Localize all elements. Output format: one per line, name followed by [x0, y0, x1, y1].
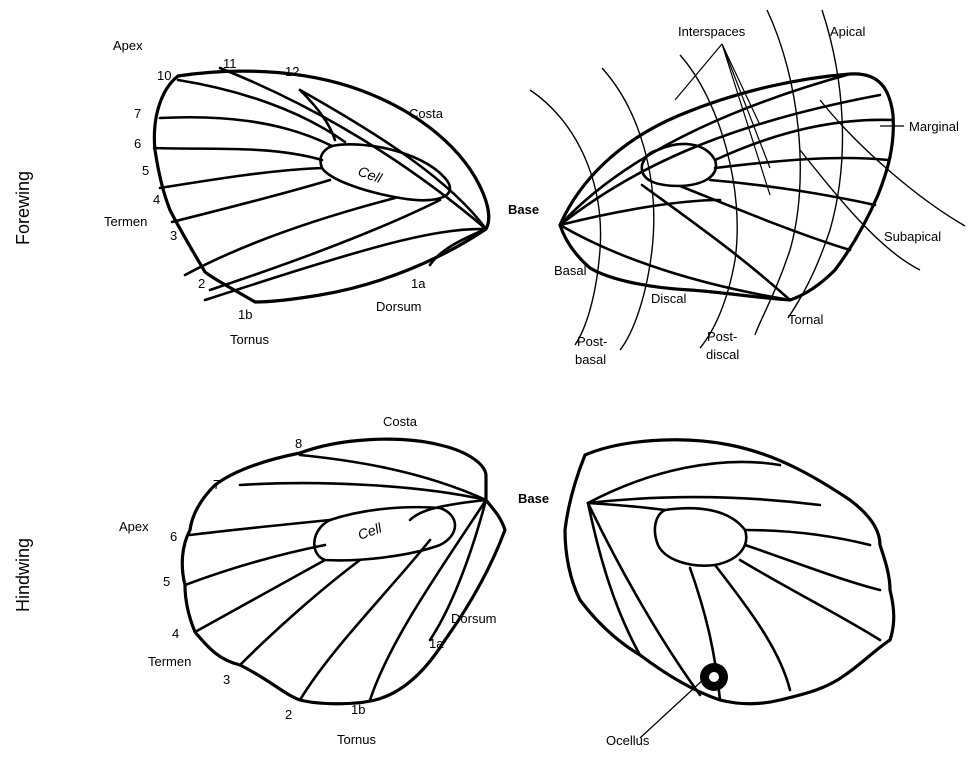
- hindwing-left-vein-2: 2: [285, 707, 292, 722]
- hindwing-right-diagram: [565, 440, 894, 738]
- hindwing-left-vein-1a: 1a: [429, 636, 444, 651]
- forewing-left-apex: Apex: [113, 38, 143, 53]
- forewing-left-vein-12: 12: [285, 64, 299, 79]
- hindwing-left-vein-4: 4: [172, 626, 179, 641]
- hindwing-left-vein-7: 7: [213, 477, 220, 492]
- forewing-right-tornal: Tornal: [788, 312, 824, 327]
- hindwing-base-label: Base: [518, 491, 549, 506]
- hindwing-left-vein-3: 3: [223, 672, 230, 687]
- hindwing-left-termen: Termen: [148, 654, 191, 669]
- forewing-right-subapical: Subapical: [884, 229, 941, 244]
- forewing-right-postdiscal-2: discal: [706, 347, 739, 362]
- forewing-left-termen: Termen: [104, 214, 147, 229]
- forewing-right-diagram: [530, 10, 965, 350]
- hindwing-left-vein-8: 8: [295, 436, 302, 451]
- forewing-left-vein-4: 4: [153, 192, 160, 207]
- forewing-right-basal: Basal: [554, 263, 587, 278]
- hindwing-left-diagram: [182, 439, 505, 704]
- forewing-right-marginal: Marginal: [909, 119, 959, 134]
- hindwing-left-tornus: Tornus: [337, 732, 377, 747]
- forewing-left-vein-3: 3: [170, 228, 177, 243]
- row-label-forewing: Forewing: [13, 171, 33, 245]
- forewing-left-vein-5: 5: [142, 163, 149, 178]
- forewing-left-vein-1a: 1a: [411, 276, 426, 291]
- forewing-left-vein-11: 11: [223, 56, 237, 71]
- forewing-right-apical: Apical: [830, 24, 866, 39]
- hindwing-right-ocellus: Ocellus: [606, 733, 650, 748]
- forewing-left-vein-7: 7: [134, 106, 141, 121]
- hindwing-left-vein-6: 6: [170, 529, 177, 544]
- hindwing-left-vein-5: 5: [163, 574, 170, 589]
- forewing-left-costa: Costa: [409, 106, 444, 121]
- forewing-left-vein-6: 6: [134, 136, 141, 151]
- forewing-left-tornus: Tornus: [230, 332, 270, 347]
- hindwing-right-outline: [565, 440, 894, 704]
- row-label-hindwing: Hindwing: [13, 538, 33, 612]
- forewing-left-dorsum: Dorsum: [376, 299, 422, 314]
- forewing-right-outline: [560, 74, 893, 300]
- hindwing-left-apex: Apex: [119, 519, 149, 534]
- forewing-left-diagram: [154, 68, 489, 302]
- hindwing-left-dorsum: Dorsum: [451, 611, 497, 626]
- forewing-right-postbasal-2: basal: [575, 352, 606, 367]
- hindwing-left-vein-1b: 1b: [351, 702, 365, 717]
- forewing-left-vein-2: 2: [198, 276, 205, 291]
- forewing-left-vein-1b: 1b: [238, 307, 252, 322]
- forewing-right-interspaces: Interspaces: [678, 24, 746, 39]
- forewing-right-discal: Discal: [651, 291, 687, 306]
- forewing-right-postdiscal-1: Post-: [707, 329, 737, 344]
- forewing-base-label: Base: [508, 202, 539, 217]
- forewing-left-vein-10: 10: [157, 68, 171, 83]
- forewing-right-postbasal-1: Post-: [577, 334, 607, 349]
- hindwing-left-costa: Costa: [383, 414, 418, 429]
